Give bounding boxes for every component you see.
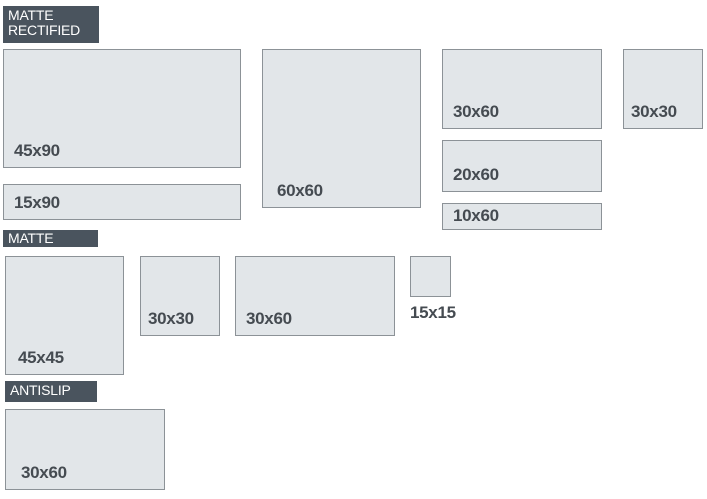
tile-15x15 bbox=[410, 256, 451, 297]
section-header-title: ANTISLIP bbox=[10, 382, 71, 398]
tile-20x60: 20x60 bbox=[442, 140, 602, 192]
section-header-matte-rectified: MATTE RECTIFIED bbox=[3, 6, 99, 43]
tile-30x60: 30x60 bbox=[5, 409, 165, 490]
section-header-line1: MATTE bbox=[8, 7, 54, 23]
tile-label-15x15: 15x15 bbox=[410, 303, 456, 322]
section-header-matte: MATTE bbox=[3, 230, 98, 247]
tile-label: 45x90 bbox=[14, 141, 60, 160]
tile-10x60: 10x60 bbox=[442, 203, 602, 230]
tile-label: 30x60 bbox=[246, 309, 292, 328]
tile-label: 30x30 bbox=[631, 102, 677, 121]
tile-label: 60x60 bbox=[277, 181, 323, 200]
tile-30x30: 30x30 bbox=[623, 49, 703, 129]
section-header-antislip: ANTISLIP bbox=[5, 381, 97, 402]
tile-label: 45x45 bbox=[18, 348, 64, 367]
tile-label: 10x60 bbox=[453, 206, 499, 225]
tile-label: 20x60 bbox=[453, 165, 499, 184]
tile-label: 30x60 bbox=[453, 102, 499, 121]
tile-60x60: 60x60 bbox=[262, 49, 421, 208]
tile-15x90: 15x90 bbox=[3, 184, 241, 220]
section-header-line2: RECTIFIED bbox=[8, 22, 81, 38]
tile-30x30: 30x30 bbox=[140, 256, 220, 336]
tile-label: 30x30 bbox=[148, 309, 194, 328]
section-header-title: MATTE bbox=[8, 230, 54, 246]
tile-label: 15x90 bbox=[14, 193, 60, 212]
tile-45x45: 45x45 bbox=[5, 256, 124, 375]
tile-30x60: 30x60 bbox=[235, 256, 395, 336]
tile-45x90: 45x90 bbox=[3, 49, 241, 168]
tile-label: 30x60 bbox=[21, 463, 67, 482]
tile-30x60: 30x60 bbox=[442, 49, 602, 129]
